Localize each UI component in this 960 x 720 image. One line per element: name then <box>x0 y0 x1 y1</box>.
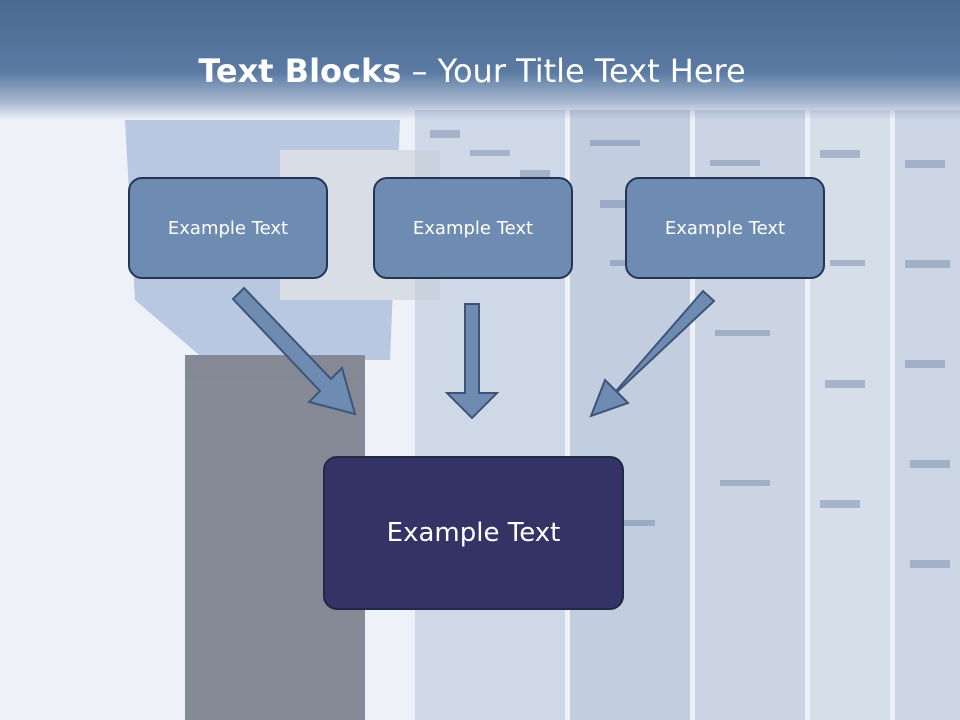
slide-title: Text Blocks – Your Title Text Here <box>0 52 944 90</box>
target-block: Example Text <box>323 456 624 610</box>
text-block-2-label: Example Text <box>412 217 534 239</box>
arrow-right <box>589 289 716 418</box>
title-rest: – Your Title Text Here <box>401 52 746 90</box>
text-block-2: Example Text <box>373 177 573 279</box>
title-bar <box>0 0 960 120</box>
text-block-3: Example Text <box>625 177 825 279</box>
text-block-3-label: Example Text <box>664 217 786 239</box>
arrow-left <box>231 286 357 416</box>
arrow-middle <box>444 303 500 420</box>
title-bold: Text Blocks <box>198 52 402 90</box>
target-block-label: Example Text <box>386 518 561 548</box>
text-block-1: Example Text <box>128 177 328 279</box>
text-block-1-label: Example Text <box>167 217 289 239</box>
